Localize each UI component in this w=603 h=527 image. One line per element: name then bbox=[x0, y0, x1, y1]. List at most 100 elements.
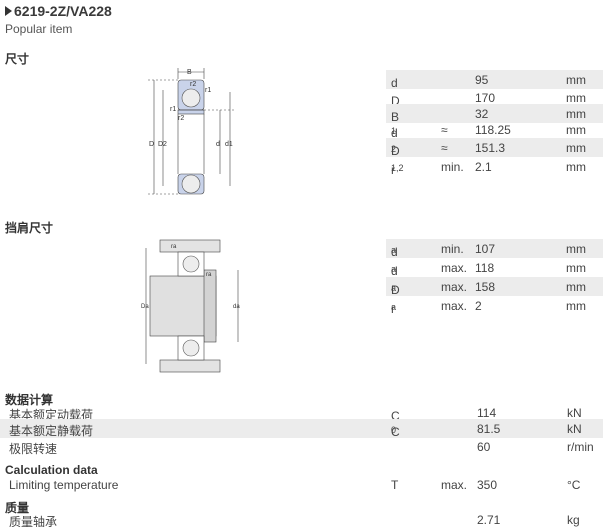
label-r2: r2 bbox=[190, 81, 196, 88]
abutment-qualifier: max. bbox=[441, 280, 468, 294]
label-Da: Da bbox=[141, 304, 149, 310]
dim-unit: mm bbox=[566, 73, 586, 87]
sym-text: D bbox=[391, 283, 400, 297]
calc-label: 极限转速 bbox=[9, 442, 58, 456]
dim-unit: mm bbox=[566, 91, 586, 105]
dim-row: D 170 mm bbox=[386, 88, 603, 108]
abutment-unit: mm bbox=[566, 280, 586, 294]
dim-unit: mm bbox=[566, 141, 586, 155]
label-r2b: r2 bbox=[178, 115, 184, 122]
section-calculation: 数据计算 bbox=[5, 393, 54, 407]
dim-qualifier: ≈ bbox=[441, 141, 448, 155]
product-title-text: 6219-2Z/VA228 bbox=[14, 3, 112, 19]
dim-value: 32 bbox=[475, 107, 489, 121]
sym-text: C bbox=[391, 425, 400, 439]
sym-text: d bbox=[391, 126, 398, 140]
calc-value: 60 bbox=[477, 440, 491, 454]
sym-text: B bbox=[391, 110, 400, 124]
abutment-value: 158 bbox=[475, 280, 496, 294]
label-r1: r1 bbox=[205, 87, 211, 94]
mass-row: 质量轴承 2.71 kg bbox=[0, 510, 603, 527]
abutment-unit: mm bbox=[566, 299, 586, 313]
calc-value: 81.5 bbox=[477, 422, 501, 436]
label-da: da bbox=[233, 304, 240, 310]
abutment-qualifier: max. bbox=[441, 261, 468, 275]
abutment-drawing: ra ra Da da bbox=[141, 239, 240, 373]
sym-sub: 0 bbox=[391, 425, 397, 435]
section-dimensions: 尺寸 bbox=[5, 52, 30, 66]
sym-sub: a bbox=[391, 302, 397, 312]
sym-text: r bbox=[391, 302, 395, 316]
dim-qualifier: ≈ bbox=[441, 123, 448, 137]
section-calculation-en: Calculation data bbox=[5, 463, 98, 477]
calc-unit: kN bbox=[567, 422, 582, 436]
sym-text: D bbox=[391, 144, 400, 158]
sym-sub: 1 bbox=[391, 126, 397, 136]
sym-text: r bbox=[391, 163, 395, 177]
dim-value: 95 bbox=[475, 73, 489, 87]
calc-label: 基本额定静载荷 bbox=[9, 424, 94, 438]
calc-unit: r/min bbox=[567, 440, 594, 454]
abutment-unit: mm bbox=[566, 242, 586, 256]
label-ra2: ra bbox=[206, 272, 212, 278]
abutment-unit: mm bbox=[566, 261, 586, 275]
product-title: 6219-2Z/VA228 bbox=[5, 3, 112, 19]
calc-en-row: Limiting temperature T max. 350 °C bbox=[0, 475, 603, 494]
dim-row: d 95 mm bbox=[386, 70, 603, 90]
sym-sub: 2 bbox=[391, 144, 397, 154]
label-d: d bbox=[216, 141, 220, 148]
sym-sub: a bbox=[391, 283, 397, 293]
sym-sub: a bbox=[391, 264, 397, 274]
calc-en-unit: °C bbox=[567, 478, 581, 492]
abutment-qualifier: min. bbox=[441, 242, 464, 256]
calc-value: 114 bbox=[477, 406, 497, 420]
abutment-qualifier: max. bbox=[441, 299, 468, 313]
sym-sub: a bbox=[391, 245, 397, 255]
bearing-dimension-drawing: B r2 r1 r1 r2 D D2 d d1 bbox=[148, 68, 235, 195]
label-ra: ra bbox=[171, 244, 177, 250]
dim-value: 2.1 bbox=[475, 160, 492, 174]
sym-sub: 1,2 bbox=[391, 163, 404, 173]
dim-row: B 32 mm bbox=[386, 104, 603, 124]
mass-unit: kg bbox=[567, 513, 580, 527]
dim-qualifier: min. bbox=[441, 160, 464, 174]
label-r1b: r1 bbox=[170, 106, 176, 113]
calc-en-value: 350 bbox=[477, 478, 498, 492]
calc-row: 极限转速 60 r/min bbox=[0, 437, 603, 456]
label-B: B bbox=[187, 69, 192, 76]
calc-label: 基本额定动载荷 bbox=[9, 408, 94, 422]
sym-text: d bbox=[391, 264, 398, 278]
calc-en-qualifier: max. bbox=[441, 478, 468, 492]
label-D: D bbox=[149, 141, 154, 148]
dim-value: 170 bbox=[475, 91, 496, 105]
dim-unit: mm bbox=[566, 107, 586, 121]
section-mass: 质量 bbox=[5, 501, 30, 515]
sym-text: C bbox=[391, 409, 400, 423]
label-d1: d1 bbox=[225, 141, 233, 148]
sym-text: d bbox=[391, 245, 398, 259]
sym-text: d bbox=[391, 76, 398, 90]
calc-en-label: Limiting temperature bbox=[9, 478, 119, 492]
popular-item-label: Popular item bbox=[5, 22, 73, 36]
mass-label: 质量轴承 bbox=[9, 515, 58, 527]
abutment-value: 107 bbox=[475, 242, 496, 256]
dim-unit: mm bbox=[566, 160, 586, 174]
section-abutment: 挡肩尺寸 bbox=[5, 221, 54, 235]
label-D2: D2 bbox=[158, 141, 167, 148]
calc-row: 基本额定动载荷 C 114 kN bbox=[0, 403, 603, 423]
dim-value: 118.25 bbox=[475, 123, 511, 137]
calc-en-symbol: T bbox=[391, 478, 399, 492]
abutment-value: 118 bbox=[475, 261, 495, 275]
calc-unit: kN bbox=[567, 406, 582, 420]
dim-value: 151.3 bbox=[475, 141, 506, 155]
sym-text: D bbox=[391, 94, 400, 108]
mass-value: 2.71 bbox=[477, 513, 501, 527]
abutment-value: 2 bbox=[475, 299, 482, 313]
